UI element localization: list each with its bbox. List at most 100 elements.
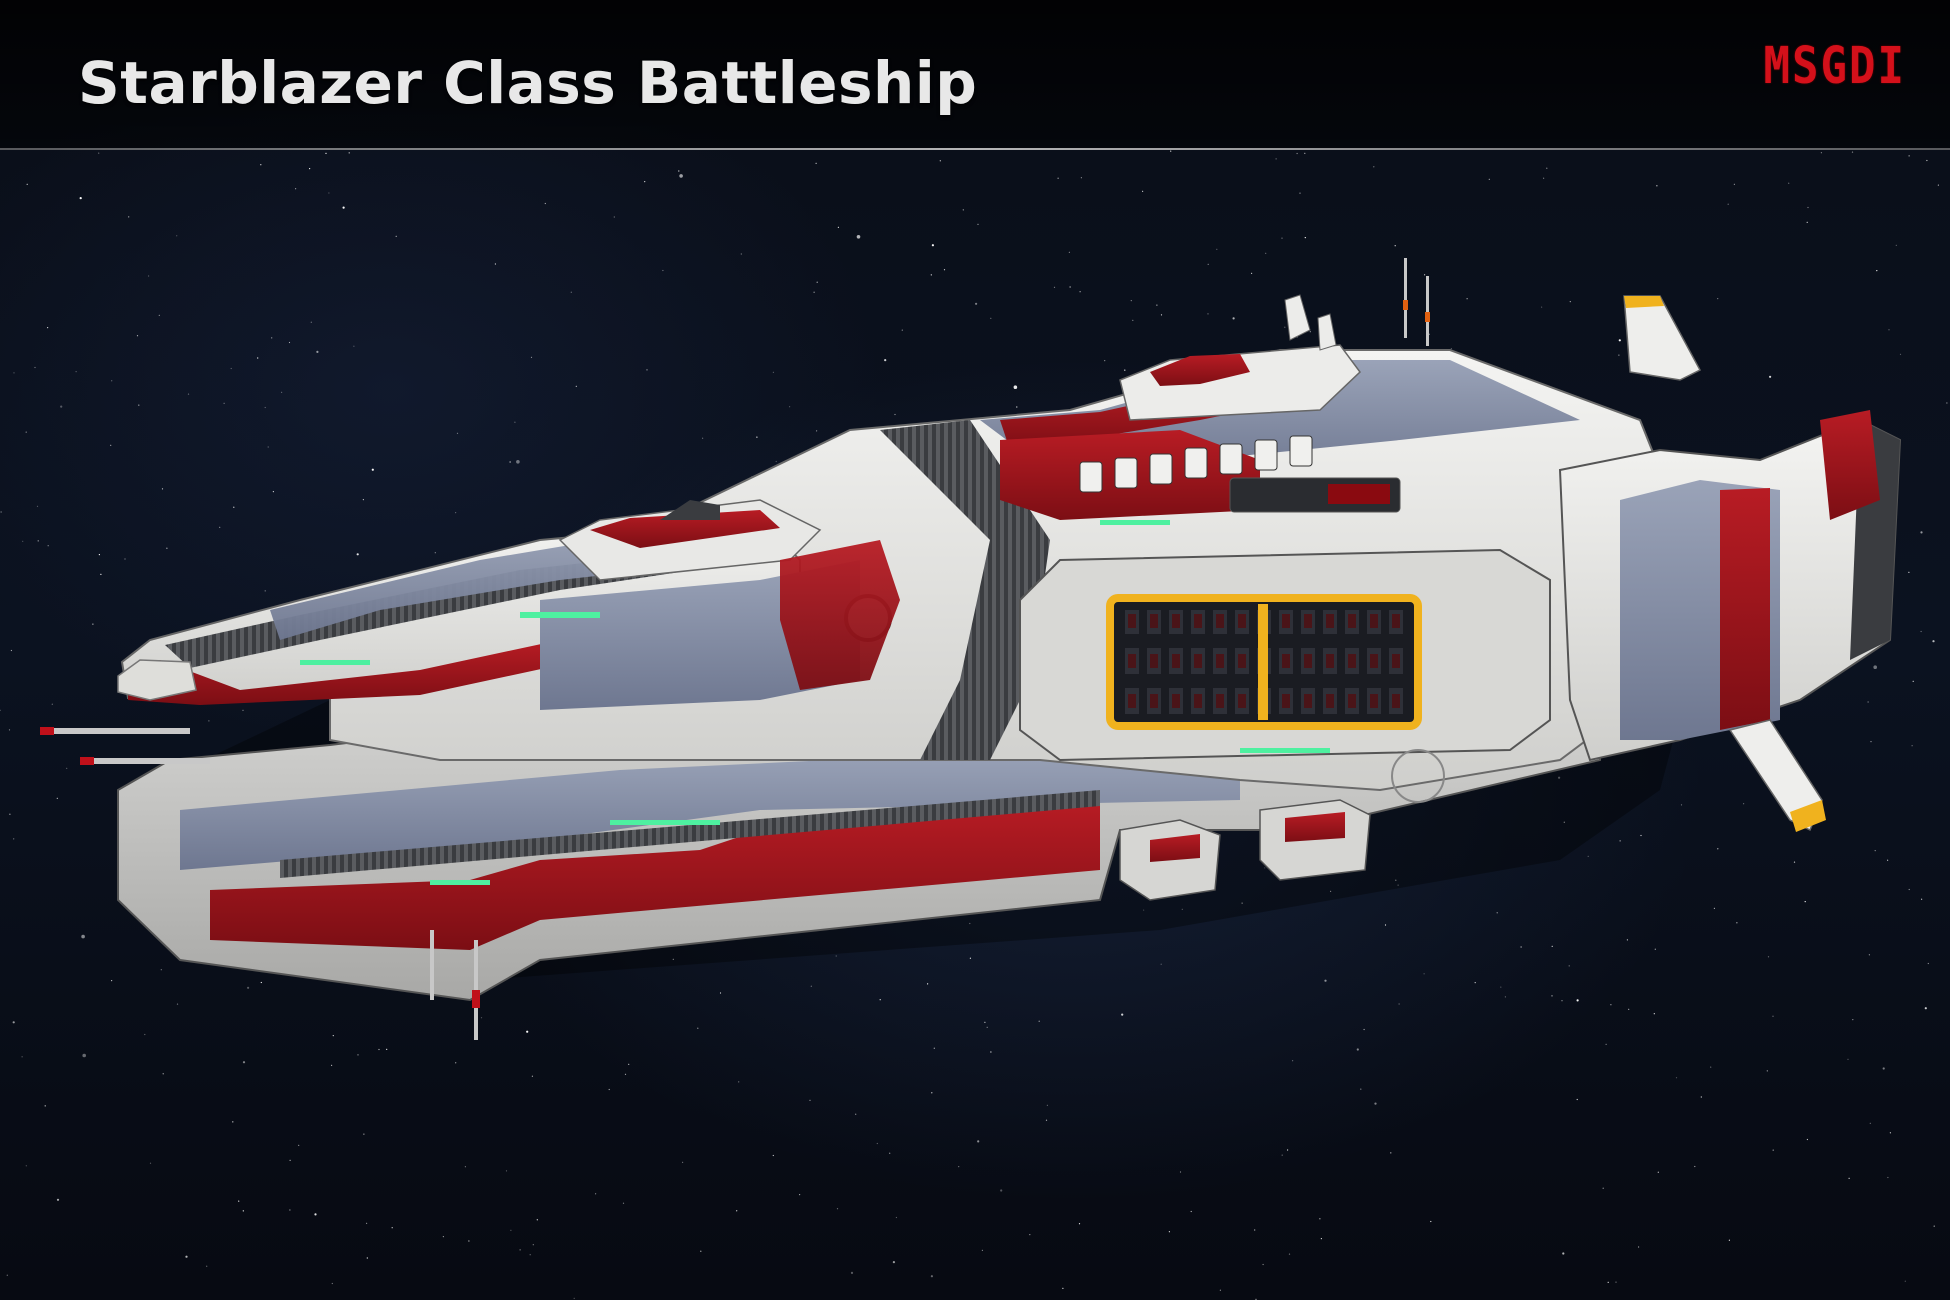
star	[1398, 1003, 1400, 1005]
star	[1296, 152, 1298, 155]
star	[10, 649, 12, 652]
star	[1806, 221, 1808, 223]
star	[984, 1021, 986, 1023]
stern-red-edge	[1820, 410, 1880, 520]
star	[1397, 884, 1399, 886]
star	[348, 152, 350, 154]
red-digit-display	[1328, 484, 1390, 504]
star	[931, 1092, 933, 1094]
star	[879, 999, 881, 1001]
star	[662, 269, 664, 272]
running-lights	[300, 520, 1330, 885]
star	[981, 1249, 984, 1251]
star	[1160, 963, 1162, 965]
star	[544, 202, 546, 205]
star	[889, 1152, 891, 1154]
star	[930, 274, 932, 276]
star	[789, 406, 791, 408]
star	[1309, 331, 1311, 333]
lower-grey-band	[180, 750, 1240, 870]
star	[36, 505, 39, 507]
star	[110, 444, 112, 446]
star	[1804, 901, 1806, 903]
star	[25, 1165, 27, 1167]
star	[1078, 1223, 1081, 1225]
star	[316, 350, 319, 353]
star	[837, 226, 840, 228]
star	[242, 1210, 244, 1212]
star	[1541, 306, 1543, 308]
star	[1640, 834, 1642, 837]
star	[1543, 177, 1545, 179]
star	[1121, 1013, 1124, 1016]
star	[939, 160, 941, 162]
star	[613, 216, 615, 218]
star	[529, 1254, 531, 1256]
star	[1168, 1231, 1170, 1233]
star	[353, 345, 355, 347]
star	[1926, 159, 1928, 162]
star	[264, 406, 266, 409]
star	[332, 1035, 334, 1037]
star	[1292, 1060, 1294, 1062]
ventral-pod-b	[1259, 799, 1371, 881]
star	[271, 337, 273, 339]
star	[1743, 803, 1745, 805]
star	[990, 1051, 992, 1053]
star	[124, 558, 126, 560]
hangar-divider	[1258, 604, 1268, 720]
star	[1680, 804, 1683, 806]
bow-tip	[117, 659, 197, 701]
bow-gun-tip-a	[40, 727, 54, 735]
star	[47, 327, 49, 329]
star	[12, 1021, 15, 1024]
star	[1874, 850, 1876, 852]
star	[378, 1048, 380, 1051]
star	[1867, 701, 1869, 703]
star	[1394, 245, 1396, 247]
star	[1868, 954, 1870, 956]
star	[1933, 1225, 1935, 1227]
star	[1873, 665, 1877, 669]
star	[816, 430, 818, 432]
star	[176, 235, 178, 237]
star	[622, 1202, 625, 1204]
star	[1170, 150, 1172, 152]
star	[1710, 1066, 1712, 1068]
star	[1057, 177, 1059, 179]
star	[682, 1161, 684, 1163]
star	[1262, 1263, 1264, 1266]
bow-gun-b	[80, 758, 210, 764]
star	[697, 1027, 699, 1029]
star	[56, 1198, 60, 1201]
star	[1911, 745, 1913, 747]
star	[187, 393, 190, 395]
red-bow-emblem	[780, 540, 900, 690]
star	[644, 181, 646, 183]
forward-turret-cannon	[660, 500, 720, 520]
star	[1330, 890, 1332, 893]
star	[1618, 354, 1620, 356]
lower-grating	[280, 790, 1100, 878]
star	[740, 253, 742, 255]
star	[573, 1297, 575, 1299]
star	[1713, 907, 1715, 910]
star	[1254, 1229, 1256, 1231]
star	[81, 934, 85, 939]
star	[267, 446, 269, 448]
star	[884, 359, 887, 362]
star	[158, 314, 160, 316]
star	[331, 1064, 333, 1066]
star	[624, 1073, 627, 1075]
star	[92, 623, 94, 625]
star	[1895, 244, 1897, 246]
star	[1920, 630, 1922, 633]
star	[1653, 1013, 1655, 1015]
lower-fin-tip	[1790, 800, 1826, 832]
star	[962, 209, 964, 211]
star	[111, 980, 113, 982]
upper-fin-tip	[1624, 296, 1664, 308]
star	[876, 1142, 878, 1145]
star	[930, 1275, 934, 1278]
